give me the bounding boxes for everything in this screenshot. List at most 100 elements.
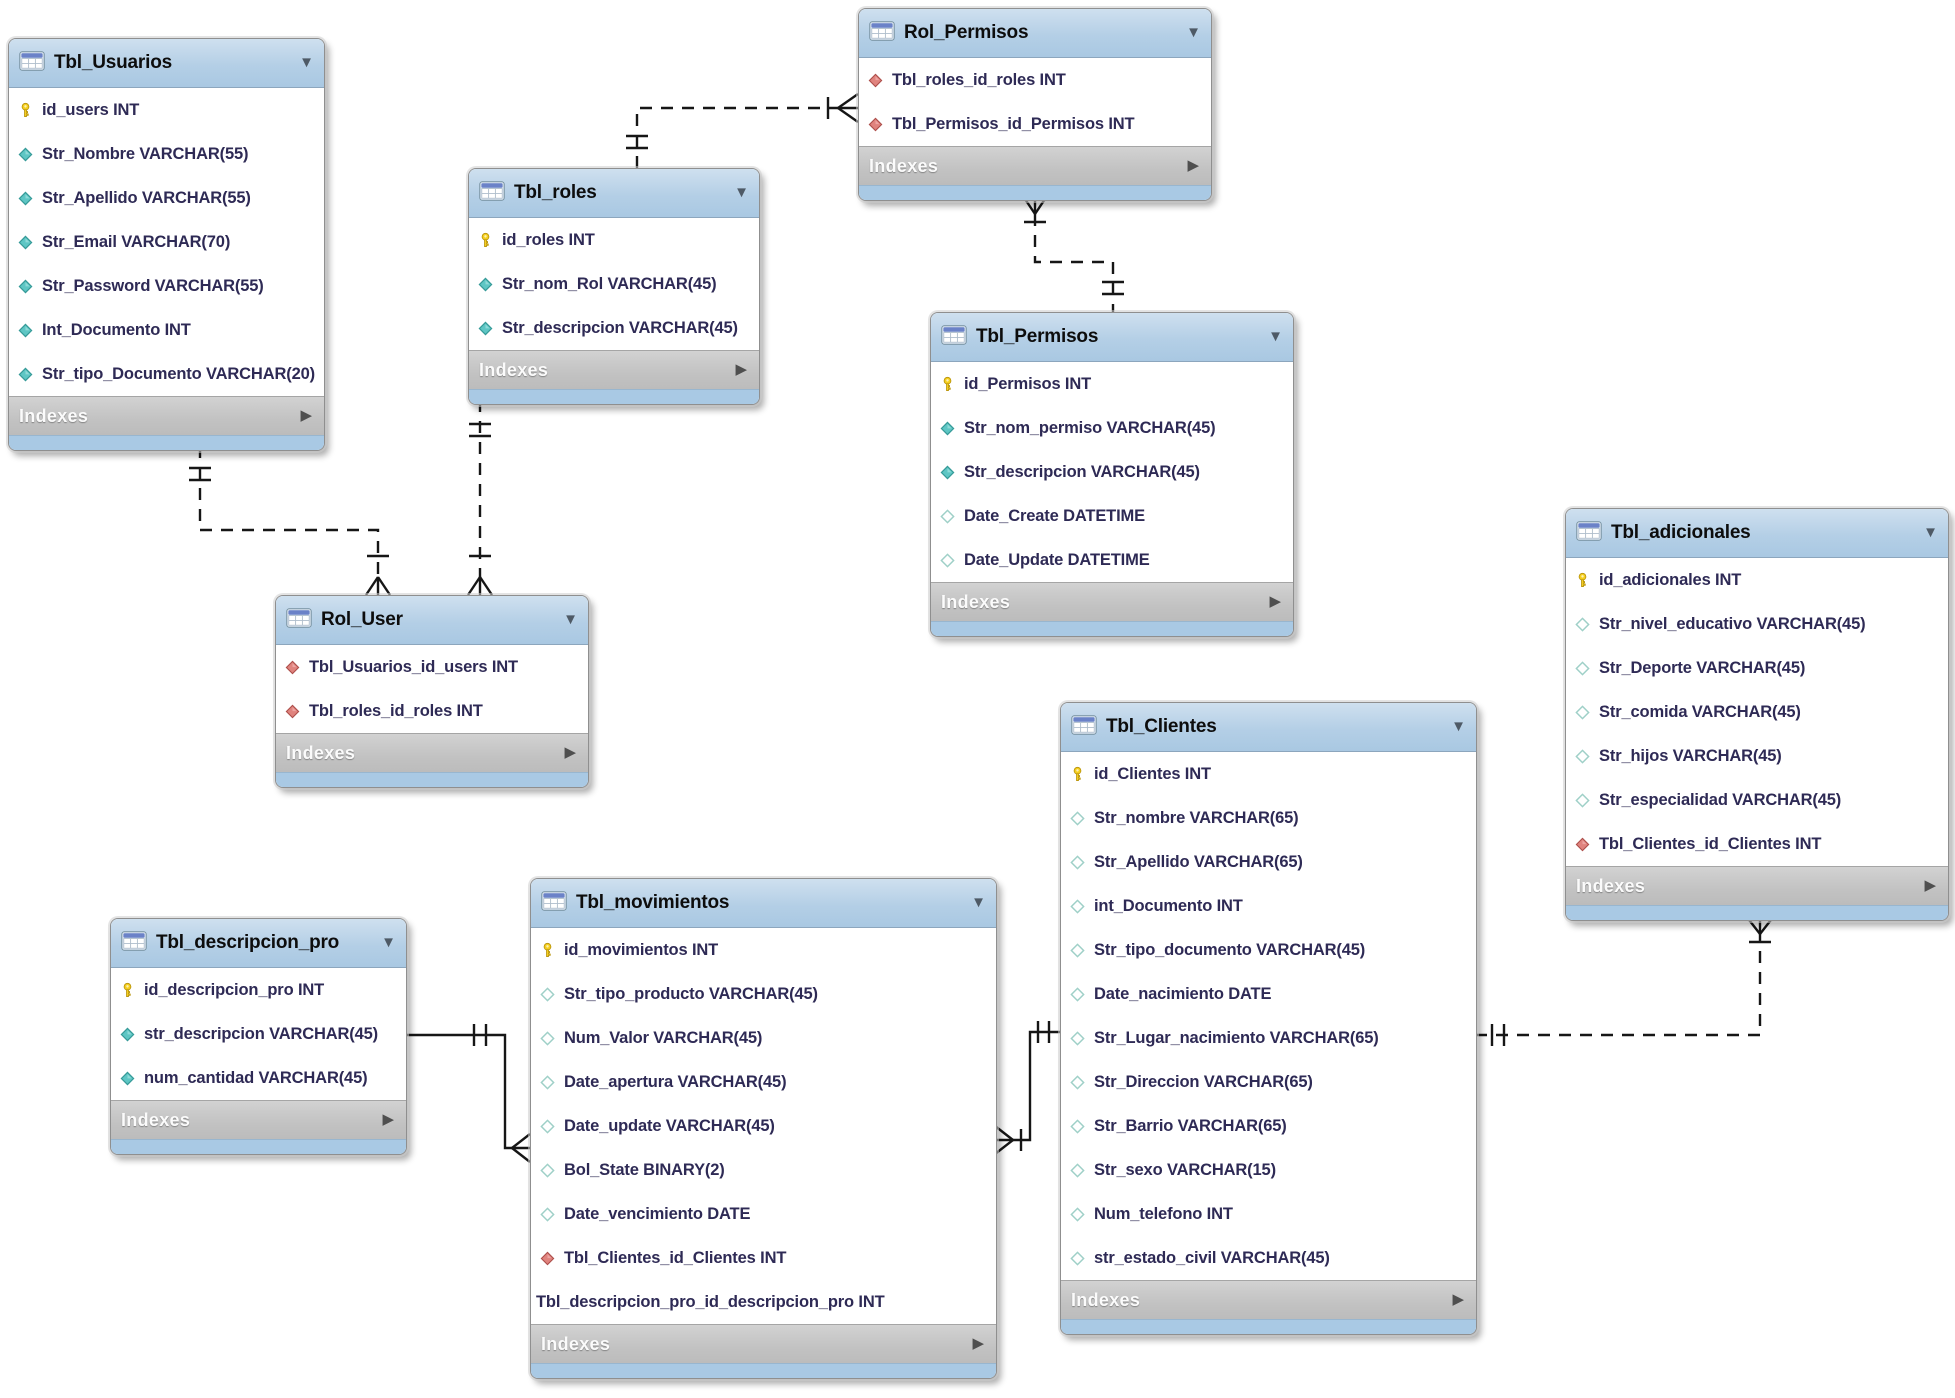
relationship-tbl-usuarios-rol-user[interactable] xyxy=(198,446,380,577)
field-row[interactable]: Tbl_Clientes_id_Clientes INT xyxy=(1566,822,1948,866)
collapse-arrow-icon[interactable]: ▼ xyxy=(734,184,749,202)
field-row[interactable]: str_estado_civil VARCHAR(45) xyxy=(1061,1236,1476,1280)
field-row[interactable]: Tbl_Clientes_id_Clientes INT xyxy=(531,1236,996,1280)
table-header[interactable]: Tbl_Usuarios ▼ xyxy=(9,39,324,88)
expand-arrow-icon[interactable]: ▶ xyxy=(564,744,576,762)
field-row[interactable]: Str_especialidad VARCHAR(45) xyxy=(1566,778,1948,822)
expand-arrow-icon[interactable]: ▶ xyxy=(972,1335,984,1353)
field-row[interactable]: Date_update VARCHAR(45) xyxy=(531,1104,996,1148)
expand-arrow-icon[interactable]: ▶ xyxy=(1452,1291,1464,1309)
field-row[interactable]: Str_tipo_Documento VARCHAR(20) xyxy=(9,352,324,396)
table-header[interactable]: Tbl_roles ▼ xyxy=(469,169,759,218)
indexes-footer[interactable]: Indexes ▶ xyxy=(276,733,588,772)
field-row[interactable]: id_roles INT xyxy=(469,218,759,262)
collapse-arrow-icon[interactable]: ▼ xyxy=(563,611,578,629)
table-header[interactable]: Rol_Permisos ▼ xyxy=(859,9,1211,58)
field-row[interactable]: Str_Password VARCHAR(55) xyxy=(9,264,324,308)
field-row[interactable]: Str_Nombre VARCHAR(55) xyxy=(9,132,324,176)
field-row[interactable]: Str_nom_Rol VARCHAR(45) xyxy=(469,262,759,306)
collapse-arrow-icon[interactable]: ▼ xyxy=(1268,328,1283,346)
field-row[interactable]: Date_nacimiento DATE xyxy=(1061,972,1476,1016)
expand-arrow-icon[interactable]: ▶ xyxy=(735,361,747,379)
relationship-tbl-descripcion-pro-tbl-movimientos[interactable] xyxy=(405,1033,512,1150)
field-row[interactable]: Str_descripcion VARCHAR(45) xyxy=(469,306,759,350)
field-row[interactable]: Tbl_roles_id_roles INT xyxy=(859,58,1211,102)
field-row[interactable]: str_descripcion VARCHAR(45) xyxy=(111,1012,406,1056)
indexes-footer[interactable]: Indexes ▶ xyxy=(1566,866,1948,905)
field-row[interactable]: Str_tipo_documento VARCHAR(45) xyxy=(1061,928,1476,972)
field-row[interactable]: Str_comida VARCHAR(45) xyxy=(1566,690,1948,734)
table-header[interactable]: Tbl_adicionales ▼ xyxy=(1566,509,1948,558)
field-row[interactable]: Str_Apellido VARCHAR(65) xyxy=(1061,840,1476,884)
field-row[interactable]: id_movimientos INT xyxy=(531,928,996,972)
indexes-footer[interactable]: Indexes ▶ xyxy=(859,146,1211,185)
field-row[interactable]: num_cantidad VARCHAR(45) xyxy=(111,1056,406,1100)
expand-arrow-icon[interactable]: ▶ xyxy=(1924,877,1936,895)
indexes-footer[interactable]: Indexes ▶ xyxy=(9,396,324,435)
collapse-arrow-icon[interactable]: ▼ xyxy=(1923,524,1938,542)
field-row[interactable]: id_Clientes INT xyxy=(1061,752,1476,796)
field-row[interactable]: Date_vencimiento DATE xyxy=(531,1192,996,1236)
table-header[interactable]: Tbl_descripcion_pro ▼ xyxy=(111,919,406,968)
field-row[interactable]: Date_Create DATETIME xyxy=(931,494,1293,538)
field-row[interactable]: Int_Documento INT xyxy=(9,308,324,352)
relationship-tbl-permisos-rol-permisos[interactable] xyxy=(1033,214,1115,312)
table-header[interactable]: Rol_User ▼ xyxy=(276,596,588,645)
indexes-footer[interactable]: Indexes ▶ xyxy=(111,1100,406,1139)
expand-arrow-icon[interactable]: ▶ xyxy=(300,407,312,425)
field-row[interactable]: Num_Valor VARCHAR(45) xyxy=(531,1016,996,1060)
indexes-footer[interactable]: Indexes ▶ xyxy=(1061,1280,1476,1319)
field-row[interactable]: Str_nom_permiso VARCHAR(45) xyxy=(931,406,1293,450)
field-row[interactable]: Tbl_Permisos_id_Permisos INT xyxy=(859,102,1211,146)
field-row[interactable]: Str_Barrio VARCHAR(65) xyxy=(1061,1104,1476,1148)
table-tbl-descripcion-pro[interactable]: Tbl_descripcion_pro ▼ id_descripcion_pro… xyxy=(110,918,407,1155)
field-row[interactable]: Tbl_descripcion_pro_id_descripcion_pro I… xyxy=(531,1280,996,1324)
field-row[interactable]: Str_Lugar_nacimiento VARCHAR(65) xyxy=(1061,1016,1476,1060)
collapse-arrow-icon[interactable]: ▼ xyxy=(381,934,396,952)
expand-arrow-icon[interactable]: ▶ xyxy=(1269,593,1281,611)
collapse-arrow-icon[interactable]: ▼ xyxy=(1451,718,1466,736)
field-row[interactable]: Str_Email VARCHAR(70) xyxy=(9,220,324,264)
collapse-arrow-icon[interactable]: ▼ xyxy=(1186,24,1201,42)
expand-arrow-icon[interactable]: ▶ xyxy=(382,1111,394,1129)
expand-arrow-icon[interactable]: ▶ xyxy=(1187,157,1199,175)
table-header[interactable]: Tbl_Clientes ▼ xyxy=(1061,703,1476,752)
field-row[interactable]: id_descripcion_pro INT xyxy=(111,968,406,1012)
field-row[interactable]: Str_nombre VARCHAR(65) xyxy=(1061,796,1476,840)
collapse-arrow-icon[interactable]: ▼ xyxy=(299,54,314,72)
field-row[interactable]: Tbl_roles_id_roles INT xyxy=(276,689,588,733)
field-row[interactable]: Num_telefono INT xyxy=(1061,1192,1476,1236)
field-row[interactable]: int_Documento INT xyxy=(1061,884,1476,928)
field-row[interactable]: Tbl_Usuarios_id_users INT xyxy=(276,645,588,689)
field-row[interactable]: Str_Apellido VARCHAR(55) xyxy=(9,176,324,220)
field-row[interactable]: Str_nivel_educativo VARCHAR(45) xyxy=(1566,602,1948,646)
field-row[interactable]: Str_descripcion VARCHAR(45) xyxy=(931,450,1293,494)
field-row[interactable]: id_users INT xyxy=(9,88,324,132)
field-row[interactable]: Str_hijos VARCHAR(45) xyxy=(1566,734,1948,778)
indexes-footer[interactable]: Indexes ▶ xyxy=(931,582,1293,621)
table-header[interactable]: Tbl_movimientos ▼ xyxy=(531,879,996,928)
field-row[interactable]: Str_sexo VARCHAR(15) xyxy=(1061,1148,1476,1192)
field-row[interactable]: id_adicionales INT xyxy=(1566,558,1948,602)
field-row[interactable]: Str_Direccion VARCHAR(65) xyxy=(1061,1060,1476,1104)
field-row[interactable]: Date_Update DATETIME xyxy=(931,538,1293,582)
field-row[interactable]: Date_apertura VARCHAR(45) xyxy=(531,1060,996,1104)
field-row[interactable]: id_Permisos INT xyxy=(931,362,1293,406)
field-row[interactable]: Bol_State BINARY(2) xyxy=(531,1148,996,1192)
table-header[interactable]: Tbl_Permisos ▼ xyxy=(931,313,1293,362)
collapse-arrow-icon[interactable]: ▼ xyxy=(971,894,986,912)
relationship-tbl-clientes-tbl-movimientos[interactable] xyxy=(1013,1030,1060,1142)
field-row[interactable]: Str_tipo_producto VARCHAR(45) xyxy=(531,972,996,1016)
field-row[interactable]: Str_Deporte VARCHAR(45) xyxy=(1566,646,1948,690)
relationship-tbl-roles-rol-permisos[interactable] xyxy=(635,106,838,168)
indexes-footer[interactable]: Indexes ▶ xyxy=(469,350,759,389)
indexes-footer[interactable]: Indexes ▶ xyxy=(531,1324,996,1363)
